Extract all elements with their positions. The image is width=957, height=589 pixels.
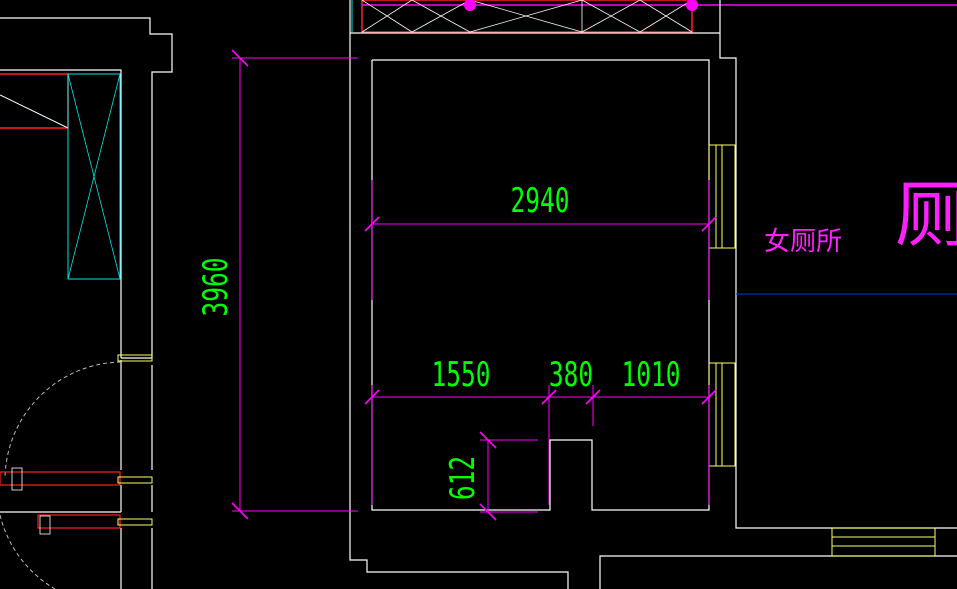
dim-3960-line: [231, 49, 358, 520]
inner-room: [371, 59, 710, 511]
room-label: 女厕所: [764, 227, 842, 257]
dim-3960: 3960: [196, 258, 235, 317]
left-door-swing: [0, 354, 153, 589]
left-walls: [0, 17, 173, 589]
outer-walls: [349, 0, 957, 589]
dim-segment-lines: [364, 385, 717, 505]
dim-1010: 1010: [622, 355, 681, 394]
dim-612-line: [479, 431, 538, 521]
window-upper: [708, 144, 736, 249]
left-shaft: [0, 73, 121, 280]
dim-2940-line: [364, 180, 717, 300]
big-room-label: 厕: [895, 173, 957, 257]
window-bottom-right: [831, 527, 936, 557]
dim-612: 612: [443, 456, 482, 500]
dim-380: 380: [549, 355, 593, 394]
dim-2940: 2940: [511, 181, 570, 220]
top-shaft: [351, 0, 957, 33]
window-lower: [708, 362, 736, 467]
dim-1550: 1550: [432, 355, 491, 394]
